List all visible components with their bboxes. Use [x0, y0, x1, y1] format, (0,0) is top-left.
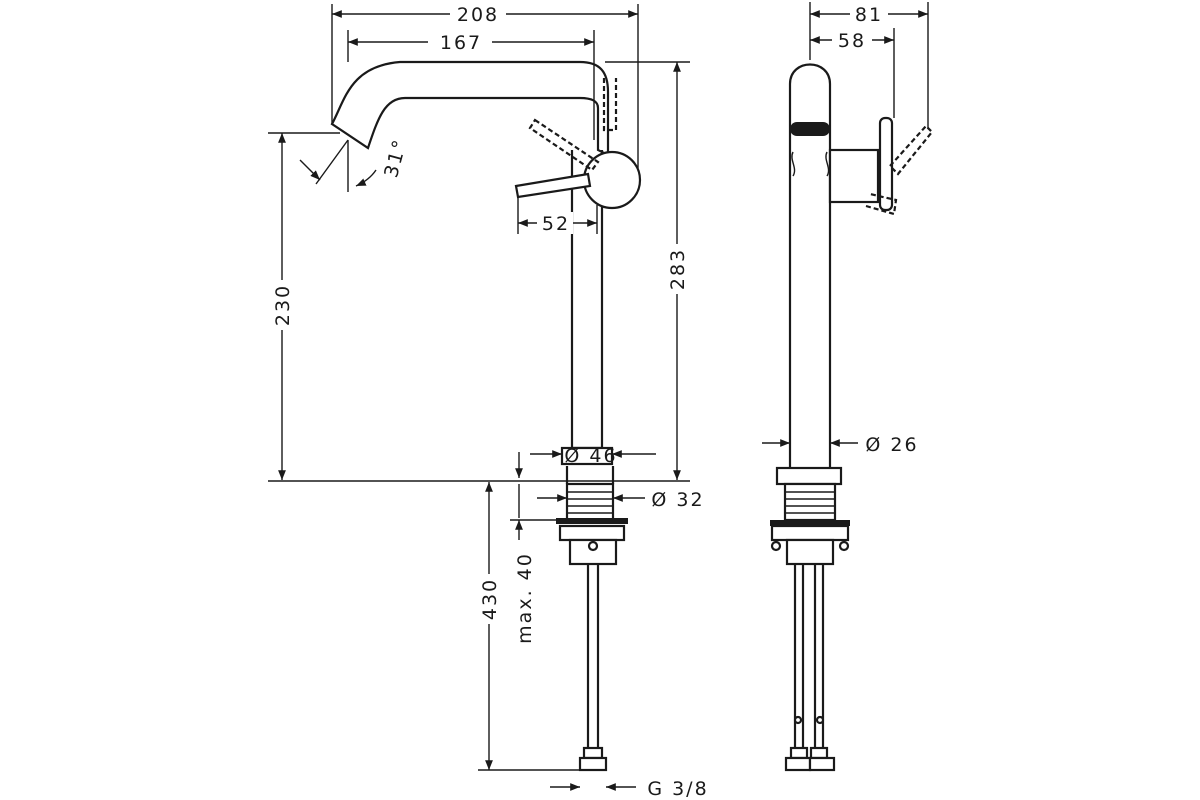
spout-body [330, 60, 610, 157]
front-dimensions: 208 167 31° 52 230 283 Ø 46 [268, 2, 708, 800]
dim-dia-32: Ø 32 [651, 489, 704, 511]
dim-230: 230 [272, 284, 294, 326]
side-view [770, 63, 934, 772]
dim-angle-31: 31° [380, 136, 412, 180]
lever-alt-position [528, 118, 600, 172]
dim-208: 208 [457, 4, 499, 26]
dim-max-40: max. 40 [514, 552, 536, 644]
dim-58: 58 [838, 30, 866, 52]
front-view [330, 60, 642, 772]
handle-hub [582, 150, 642, 210]
lever [514, 172, 592, 199]
dim-81: 81 [855, 4, 883, 26]
side-column [788, 63, 832, 468]
dim-dia-46: Ø 46 [564, 445, 617, 467]
dim-52: 52 [542, 213, 570, 235]
side-dimensions: 81 58 Ø 26 [762, 2, 929, 456]
dim-dia-26: Ø 26 [865, 434, 918, 456]
dim-167: 167 [440, 32, 482, 54]
dim-430: 430 [479, 578, 501, 620]
dim-283: 283 [667, 248, 689, 290]
dim-thread-g38: G 3/8 [647, 778, 708, 800]
